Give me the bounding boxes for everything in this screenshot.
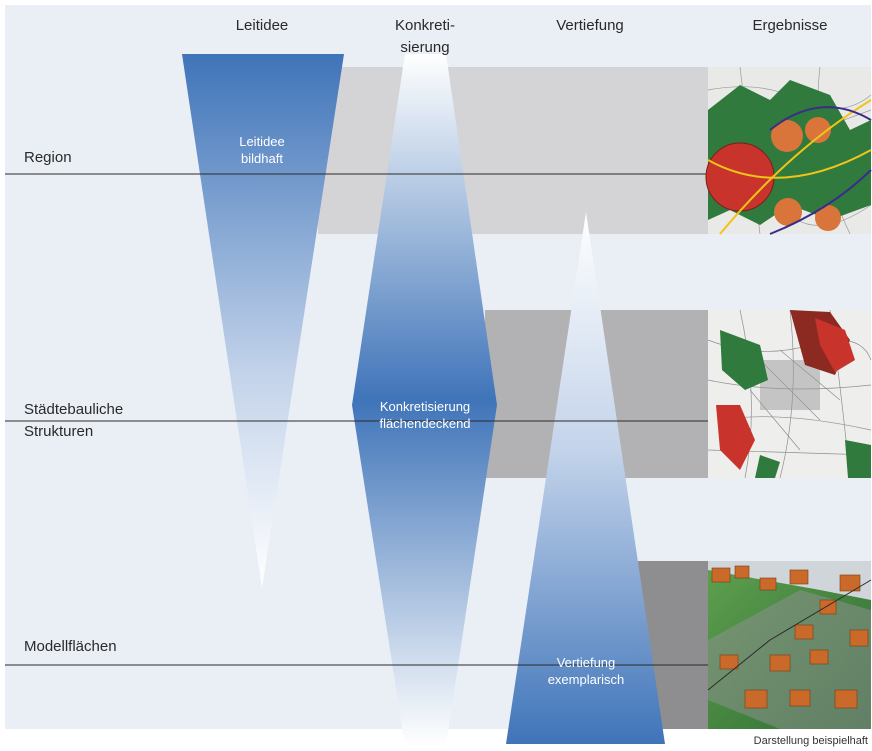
- footnote: Darstellung beispielhaft: [753, 735, 868, 747]
- konkretisierung-diamond: [352, 54, 497, 746]
- shape-label-leitidee-line2: bildhaft: [241, 151, 283, 166]
- col-header-konkretisierung-line2: sierung: [400, 39, 450, 56]
- row-label-staedtebau: Städtebauliche Strukturen: [24, 399, 123, 443]
- shape-label-vertiefung: Vertiefung exemplarisch: [526, 654, 646, 688]
- leitidee-triangle: [182, 54, 344, 588]
- col-header-ergebnisse: Ergebnisse: [752, 17, 828, 34]
- shape-label-vertiefung-line1: Vertiefung: [556, 655, 616, 670]
- col-header-konkretisierung-line1: Konkreti-: [394, 17, 456, 34]
- shape-label-konkretisierung-line1: Konkretisierung: [379, 399, 471, 414]
- shape-label-leitidee: Leitidee bildhaft: [212, 133, 312, 167]
- col-header-vertiefung: Vertiefung: [556, 17, 624, 34]
- shape-label-vertiefung-line2: exemplarisch: [547, 672, 625, 687]
- shape-label-leitidee-line1: Leitidee: [239, 134, 285, 149]
- city-structure-thumbnail: [707, 309, 872, 479]
- row-label-staedtebau-line1: Städtebauliche: [24, 401, 124, 418]
- band-region: [318, 67, 708, 234]
- vertiefung-triangle: [506, 212, 665, 744]
- row-label-region: Region: [24, 149, 72, 166]
- col-header-konkretisierung: Konkreti- sierung: [370, 15, 480, 59]
- row-label-staedtebau-line2: Strukturen: [24, 423, 94, 440]
- row-label-modell: Modellflächen: [24, 638, 117, 655]
- shape-label-konkretisierung: Konkretisierung flächendeckend: [355, 398, 495, 432]
- shape-label-konkretisierung-line2: flächendeckend: [379, 416, 471, 431]
- col-header-leitidee: Leitidee: [235, 17, 289, 34]
- model-area-thumbnail: [707, 561, 872, 729]
- region-map-thumbnail: [705, 66, 872, 235]
